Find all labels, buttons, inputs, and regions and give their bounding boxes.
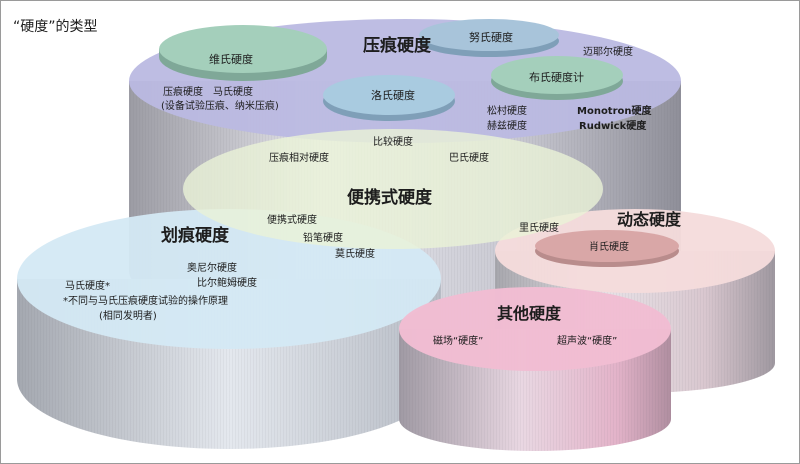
vickers-label: 维氏硬度	[209, 52, 253, 66]
mohs-label: 莫氏硬度	[335, 247, 375, 260]
scratch-cylinder	[17, 209, 441, 449]
scratch-title: 划痕硬度	[161, 225, 230, 246]
indentation-line-1: 压痕硬度 马氏硬度	[163, 85, 253, 98]
brinell-disk	[491, 56, 623, 100]
meyer-label: 迈耶尔硬度	[583, 45, 633, 58]
martens-star-label: 马氏硬度*	[65, 279, 110, 292]
page-title: “硬度”的类型	[13, 19, 98, 35]
rockwell-disk	[323, 75, 455, 121]
leeb-label: 里氏硬度	[519, 221, 559, 234]
ottoman-label: 奥尼尔硬度	[187, 261, 237, 274]
rudwick-label: Rudwick硬度	[579, 119, 647, 132]
shore-b-label: 赫兹硬度	[487, 119, 527, 132]
pencil-label: 铅笔硬度	[303, 231, 343, 244]
portable-title: 便携式硬度	[347, 187, 433, 208]
barcol-label: 巴氏硬度	[449, 151, 489, 164]
indentation-title: 压痕硬度	[363, 35, 432, 56]
other-cylinder	[399, 287, 671, 451]
scratch-portable-label: 便携式硬度	[267, 213, 317, 226]
other-title: 其他硬度	[497, 304, 562, 323]
scratch-note-1: *不同与马氏压痕硬度试验的操作原理	[63, 294, 228, 307]
monotron-label: Monotron硬度	[577, 104, 653, 117]
ultrasonic-label: 超声波“硬度”	[557, 334, 617, 347]
scratch-note-2: (相同发明者)	[99, 309, 157, 322]
relative-label: 压痕相对硬度	[269, 151, 329, 164]
shore-a-label: 松村硬度	[487, 104, 527, 117]
knoop-label: 努氏硬度	[469, 30, 513, 44]
bierbaum-label: 比尔鲍姆硬度	[197, 276, 257, 289]
brinell-label: 布氏硬度计	[529, 70, 584, 84]
dynamic-title: 动态硬度	[617, 210, 682, 229]
vickers-disk	[159, 25, 327, 81]
rockwell-label: 洛氏硬度	[371, 88, 415, 102]
portable-disk	[183, 129, 603, 249]
shore-label: 肖氏硬度	[589, 240, 629, 253]
indentation-line-2: (设备试验压痕、纳米压痕)	[161, 99, 279, 112]
magnetic-label: 磁场“硬度”	[433, 334, 483, 347]
comparison-label: 比较硬度	[373, 135, 413, 148]
knoop-disk	[419, 19, 559, 57]
